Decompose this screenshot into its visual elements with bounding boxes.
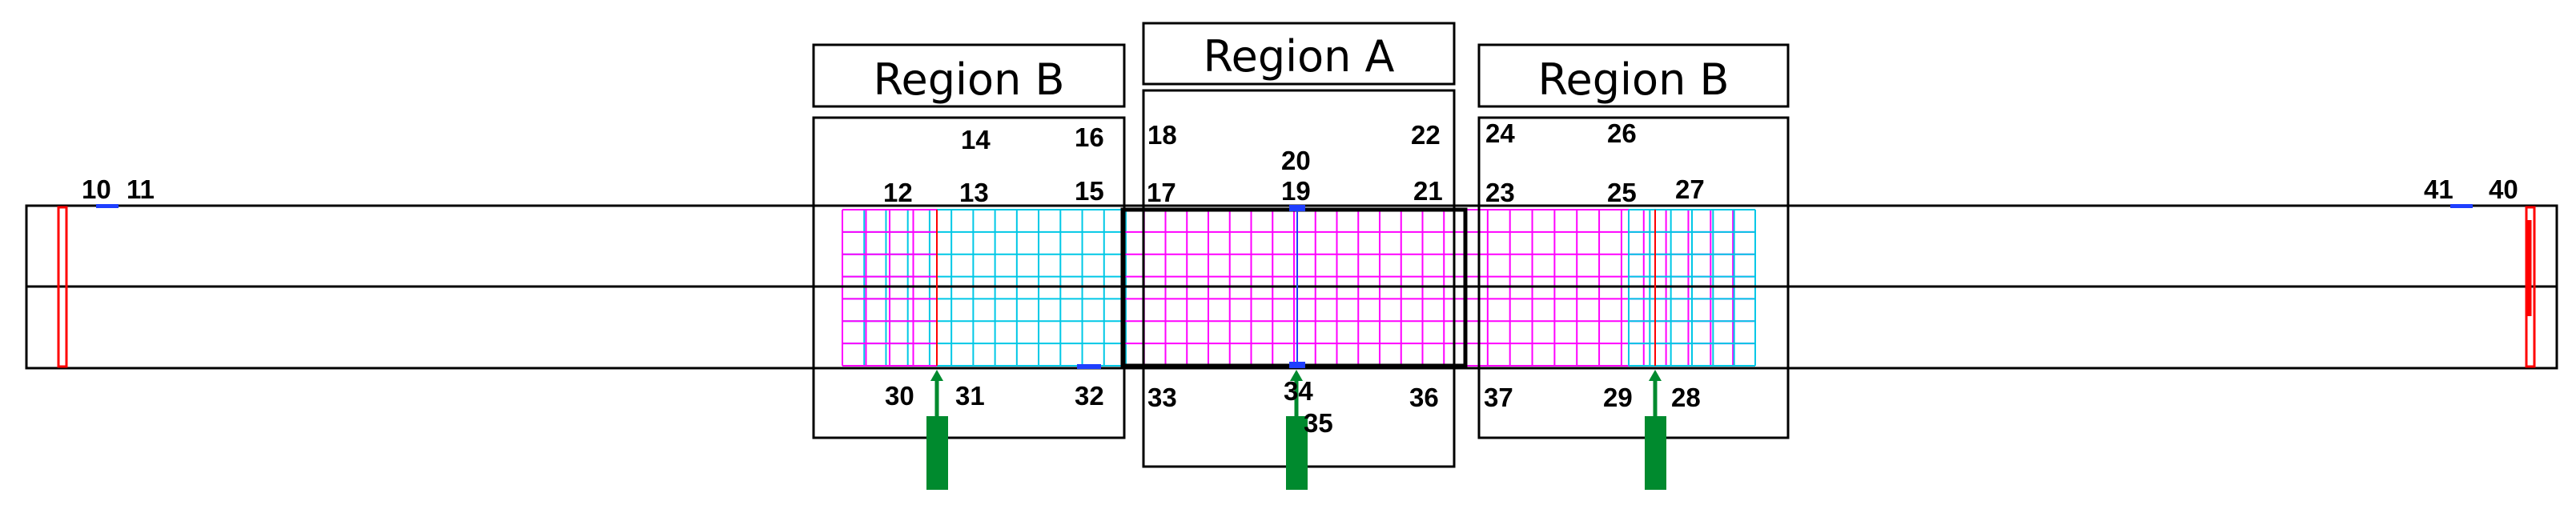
region-a-label: Region A [1204,31,1395,82]
load-arrow-right [1645,370,1666,490]
node-label-37: 37 [1484,383,1513,412]
node-label-15: 15 [1075,176,1104,206]
node-label-21: 21 [1413,176,1443,206]
node-number-labels: 10 11 12 13 14 15 16 17 18 19 20 21 22 2… [82,118,2518,438]
node-label-24: 24 [1485,118,1515,148]
right-support [2525,206,2536,368]
node-label-41: 41 [2424,174,2453,204]
region-b-right-label: Region B [1537,54,1729,105]
node-label-25: 25 [1607,178,1637,207]
node-label-17: 17 [1147,178,1176,207]
node-label-27: 27 [1675,174,1705,204]
region-boxes [812,22,1790,108]
load-arrow-center [1286,370,1308,490]
region-b-right-outline [1477,116,1790,439]
node-label-23: 23 [1485,178,1515,207]
node-label-33: 33 [1147,383,1177,412]
node-label-14: 14 [961,125,991,154]
node-label-36: 36 [1409,383,1439,412]
load-arrow-left [926,370,948,490]
node-label-10: 10 [82,174,111,204]
node-label-22: 22 [1411,120,1441,150]
node-label-30: 30 [885,381,914,411]
node-label-32: 32 [1075,381,1104,411]
region-b-left-label-box [812,43,1126,108]
node-label-26: 26 [1607,118,1637,148]
node-label-18: 18 [1147,120,1177,150]
node-label-29: 29 [1603,383,1633,412]
node-label-16: 16 [1075,122,1104,152]
node-label-19: 19 [1281,176,1311,206]
node-label-12: 12 [883,178,913,207]
region-b-left-label: Region B [873,54,1064,105]
region-a-label-box [1142,22,1456,86]
node-label-34: 34 [1284,376,1313,406]
node-label-40: 40 [2489,174,2518,204]
node-markers [96,204,2473,369]
node-label-13: 13 [959,178,989,207]
region-b-right-label-box [1477,43,1790,108]
region-b-left-outline [812,116,1126,439]
node-label-11: 11 [127,174,155,204]
left-support [57,206,68,368]
node-label-20: 20 [1281,146,1311,175]
node-label-28: 28 [1671,383,1701,412]
node-label-31: 31 [955,381,985,411]
node-label-35: 35 [1304,408,1333,438]
